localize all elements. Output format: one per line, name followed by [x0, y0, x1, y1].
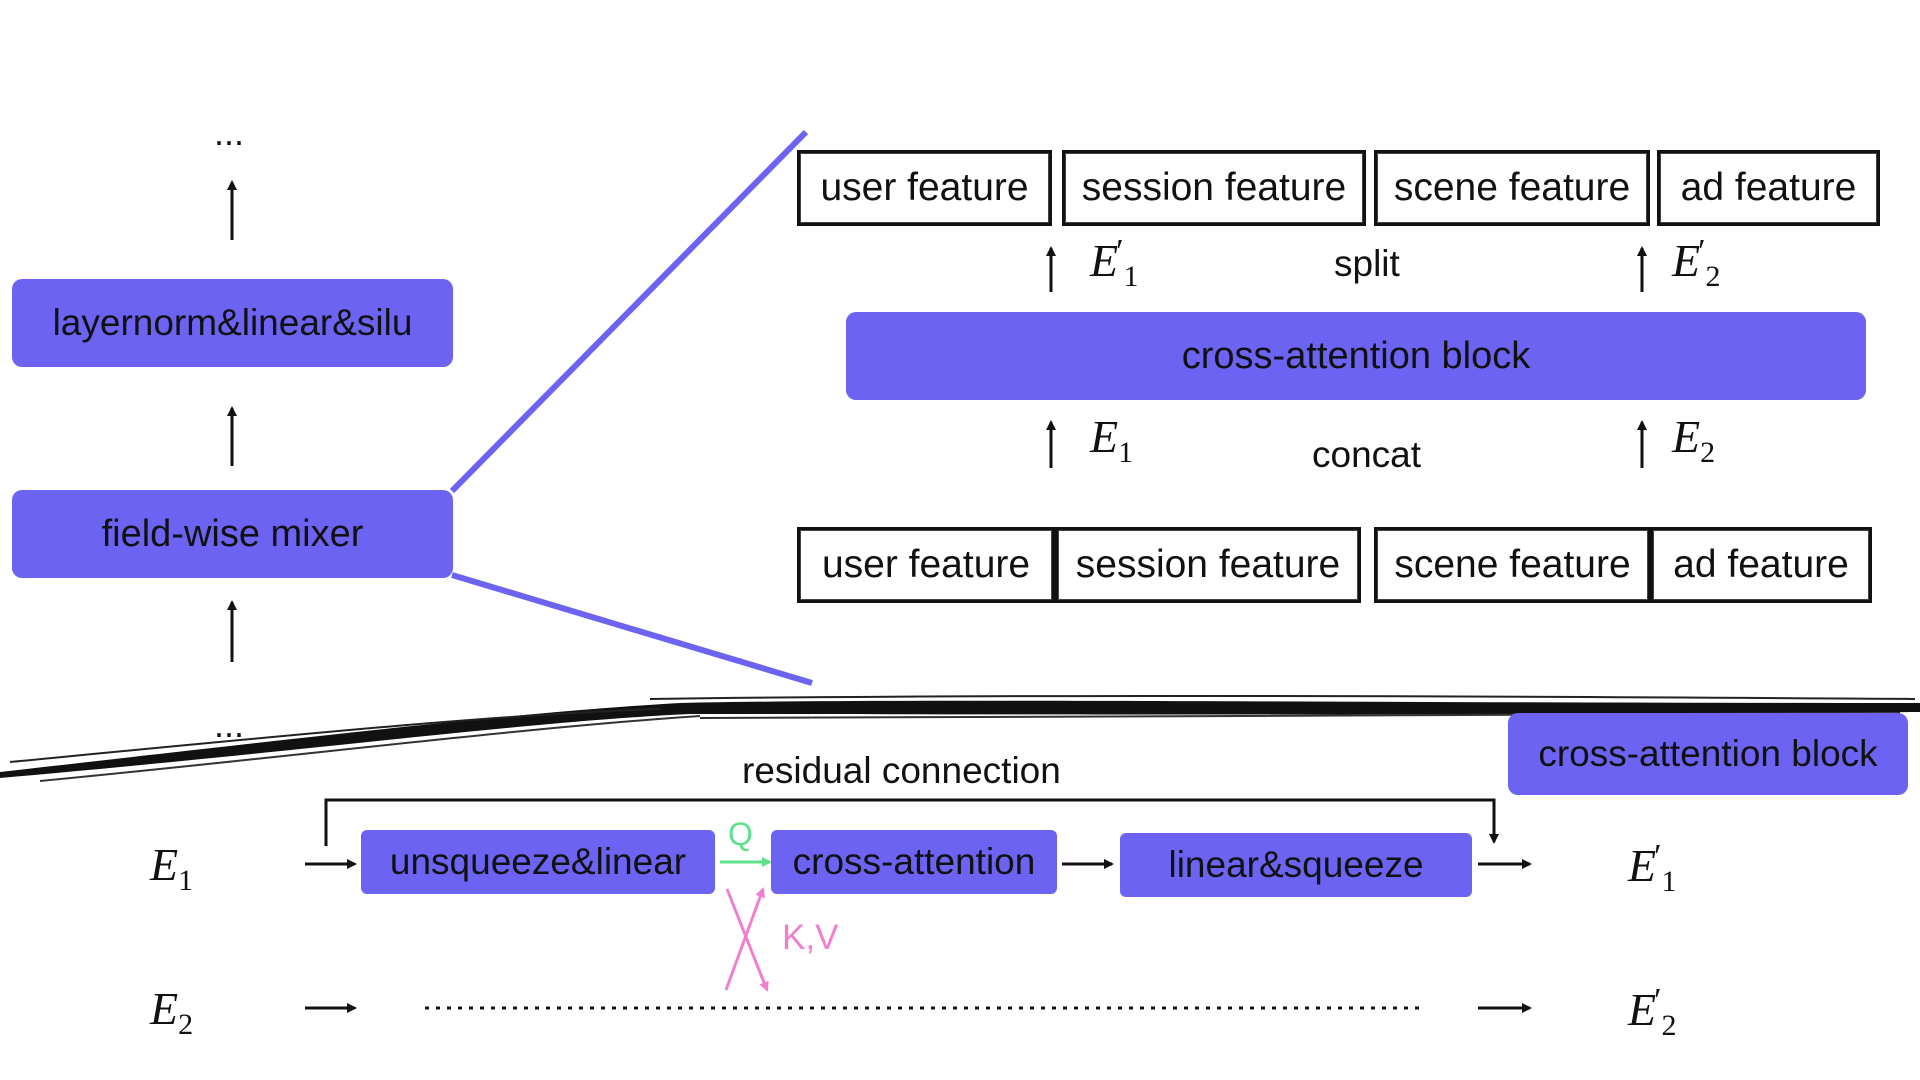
kv-label: K,V: [782, 918, 839, 957]
e1-label-zoom: E1: [1090, 411, 1134, 469]
zoom-line-bottom: [451, 572, 813, 686]
concat-label: concat: [1312, 434, 1422, 475]
bottom-ellipsis: ...: [214, 704, 245, 745]
split-label: split: [1334, 243, 1400, 284]
top-ad-feature: ad feature: [1657, 150, 1880, 226]
cross-attention-stage-block: cross-attention: [771, 830, 1057, 894]
cross-attention-block-zoom: cross-attention block: [846, 312, 1866, 400]
linear-squeeze-block: linear&squeeze: [1120, 833, 1472, 897]
top-scene-feature: scene feature: [1374, 150, 1650, 226]
e2-prime-output-label: E′2: [1628, 982, 1677, 1042]
e2-label-zoom: E2: [1672, 411, 1716, 469]
residual-connection-line: [324, 798, 1499, 846]
zoom-line-top: [449, 129, 809, 494]
residual-connection-label: residual connection: [742, 750, 1061, 791]
bottom-ad-feature: ad feature: [1650, 527, 1872, 603]
top-session-feature: session feature: [1062, 150, 1366, 226]
top-user-feature: user feature: [797, 150, 1052, 226]
top-ellipsis: ...: [214, 112, 245, 153]
cross-attention-block-title: cross-attention block: [1508, 713, 1908, 795]
e2-prime-label: E′2: [1672, 233, 1721, 293]
e1-prime-output-label: E′1: [1628, 838, 1677, 898]
field-wise-mixer-block: field-wise mixer: [12, 490, 453, 578]
e2-input-label: E2: [150, 983, 194, 1041]
bottom-user-feature: user feature: [797, 527, 1055, 603]
kv-arrow-down: [725, 888, 769, 992]
layernorm-linear-silu-block: layernorm&linear&silu: [12, 279, 453, 367]
e1-prime-label: E′1: [1090, 233, 1139, 293]
q-label: Q: [728, 816, 753, 852]
bottom-session-feature: session feature: [1055, 527, 1361, 603]
bottom-scene-feature: scene feature: [1374, 527, 1651, 603]
e1-input-label: E1: [150, 839, 194, 897]
unsqueeze-linear-block: unsqueeze&linear: [361, 830, 715, 894]
kv-arrow-up: [724, 887, 765, 991]
